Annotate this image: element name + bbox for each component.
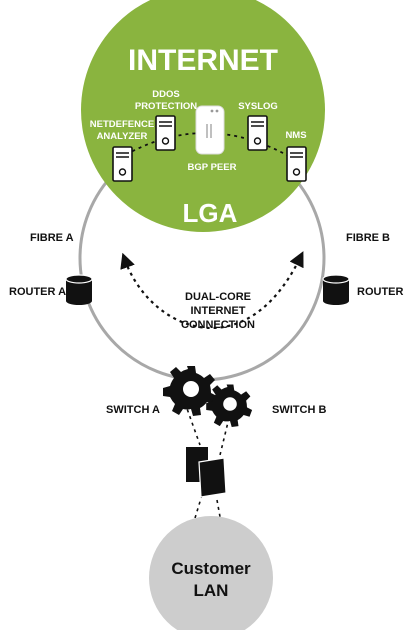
core-label-3: CONNECTION (181, 319, 255, 331)
fibre-a-label: FIBRE A (30, 232, 74, 244)
netdefence-label-2: ANALYZER (97, 131, 148, 142)
server-icon (247, 115, 268, 151)
dual-core-arrow (120, 251, 304, 330)
switch-b-label: SWITCH B (272, 404, 326, 416)
server-icon (155, 115, 176, 151)
nms-label: NMS (285, 130, 306, 141)
netdefence-label-1: NETDEFENCE (90, 119, 154, 130)
ddos-label-2: PROTECTION (135, 101, 197, 112)
syslog-label: SYSLOG (238, 101, 278, 112)
router-icon (322, 274, 350, 305)
customer-lan-circle (149, 516, 273, 635)
server-icon (112, 146, 133, 182)
device-icon (186, 447, 227, 498)
gear-icon (206, 384, 253, 427)
router-icon (65, 274, 93, 305)
lga-label: LGA (183, 198, 238, 228)
ddos-label-1: DDOS (152, 89, 179, 100)
router-a-label: ROUTER A (9, 286, 66, 298)
bgp-peer-label: BGP PEER (188, 162, 237, 173)
fibre-b-label: FIBRE B (346, 232, 390, 244)
core-label-2: INTERNET (191, 305, 246, 317)
core-label-1: DUAL-CORE (185, 291, 251, 303)
internet-title: INTERNET (128, 44, 278, 77)
lan-label-1: Customer (171, 559, 251, 578)
bgp-peer-icon (195, 105, 225, 155)
router-b-label: ROUTER B (357, 286, 404, 298)
server-dotted-arc (119, 132, 293, 159)
server-icon (286, 146, 307, 182)
switch-a-label: SWITCH A (106, 404, 160, 416)
lan-label-2: LAN (194, 581, 229, 600)
